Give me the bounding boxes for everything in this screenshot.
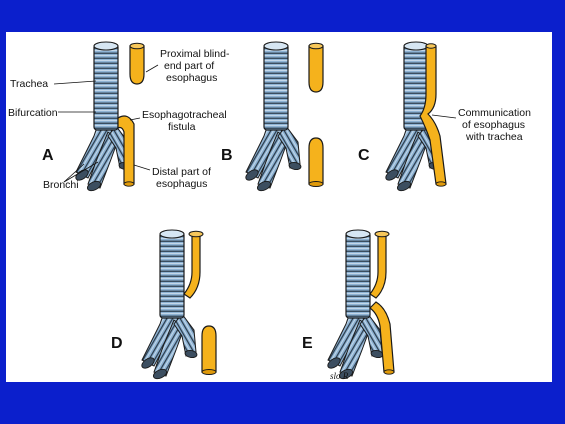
illustration-panel: Trachea Bifurcation Bronchi Proximal bli… [6, 32, 552, 382]
distal-label-line2: esophagus [156, 178, 207, 190]
bifurcation-label: Bifurcation [8, 107, 58, 119]
fistula-label-line2: fistula [168, 121, 196, 133]
upper-esophagus-d [184, 234, 200, 298]
upper-esophagus-e [370, 234, 386, 298]
proximal-label-line1: Proximal blind- [160, 48, 230, 60]
variant-e: E [302, 230, 394, 381]
trachea-label: Trachea [10, 78, 48, 90]
artist-signature: slo R [330, 371, 349, 381]
variant-c: Communication of esophagus with trachea … [358, 42, 531, 193]
variant-b: B [221, 42, 323, 193]
trachea-b [244, 42, 302, 193]
variant-d: D [111, 230, 216, 381]
variant-letter-b: B [221, 147, 233, 164]
trachea-d [140, 230, 198, 381]
bronchi-label: Bronchi [43, 179, 79, 191]
distal-label-line1: Distal part of [152, 166, 211, 178]
variant-letter-d: D [111, 335, 123, 352]
proximal-pouch-b [309, 43, 323, 92]
distal-pouch-d [202, 326, 216, 375]
variant-letter-c: C [358, 147, 370, 164]
fistula-label-line1: Esophagotracheal [142, 109, 227, 121]
communication-label-line2: of esophagus [462, 119, 525, 131]
proximal-label-line3: esophagus [166, 72, 217, 84]
proximal-label-line2: end part of [164, 60, 214, 72]
communication-label-line1: Communication [458, 107, 531, 119]
tracheoesophageal-diagram: Trachea Bifurcation Bronchi Proximal bli… [6, 32, 552, 382]
variant-a: Trachea Bifurcation Bronchi Proximal bli… [8, 42, 230, 193]
variant-letter-a: A [42, 147, 54, 164]
communication-label-line3: with trachea [465, 131, 523, 143]
distal-pouch-b [309, 138, 323, 187]
proximal-pouch-a [130, 43, 144, 84]
variant-letter-e: E [302, 335, 313, 352]
